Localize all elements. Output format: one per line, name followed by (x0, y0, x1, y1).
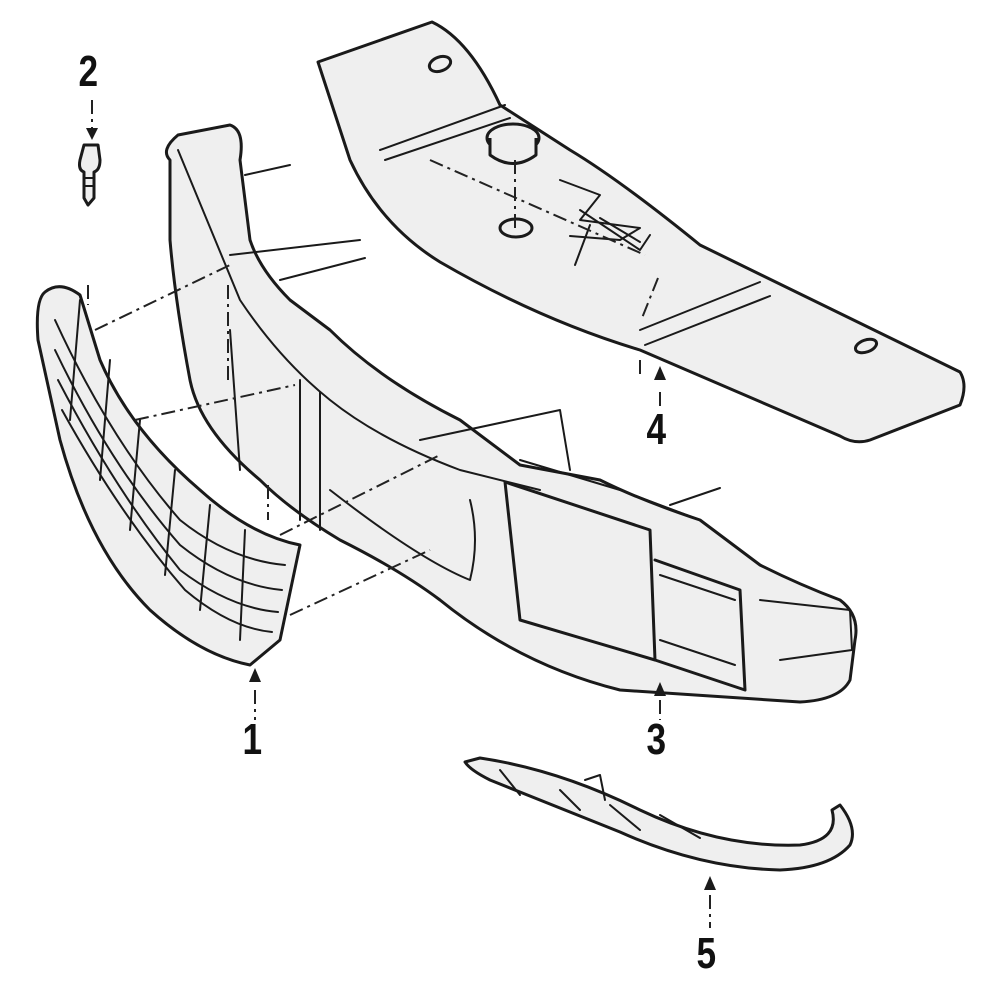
callout-arrows (86, 100, 716, 928)
grille-opening-panel (164, 123, 858, 704)
leader-lines (87, 159, 659, 616)
push-fastener (78, 143, 102, 207)
radiator-cover-panel (316, 20, 966, 444)
callout-4: 4 (646, 405, 667, 454)
lower-filler (463, 756, 854, 872)
callout-3: 3 (646, 715, 667, 764)
grille (35, 285, 302, 667)
callout-5: 5 (696, 929, 717, 978)
callout-1: 1 (242, 715, 263, 764)
callout-2: 2 (78, 47, 99, 96)
